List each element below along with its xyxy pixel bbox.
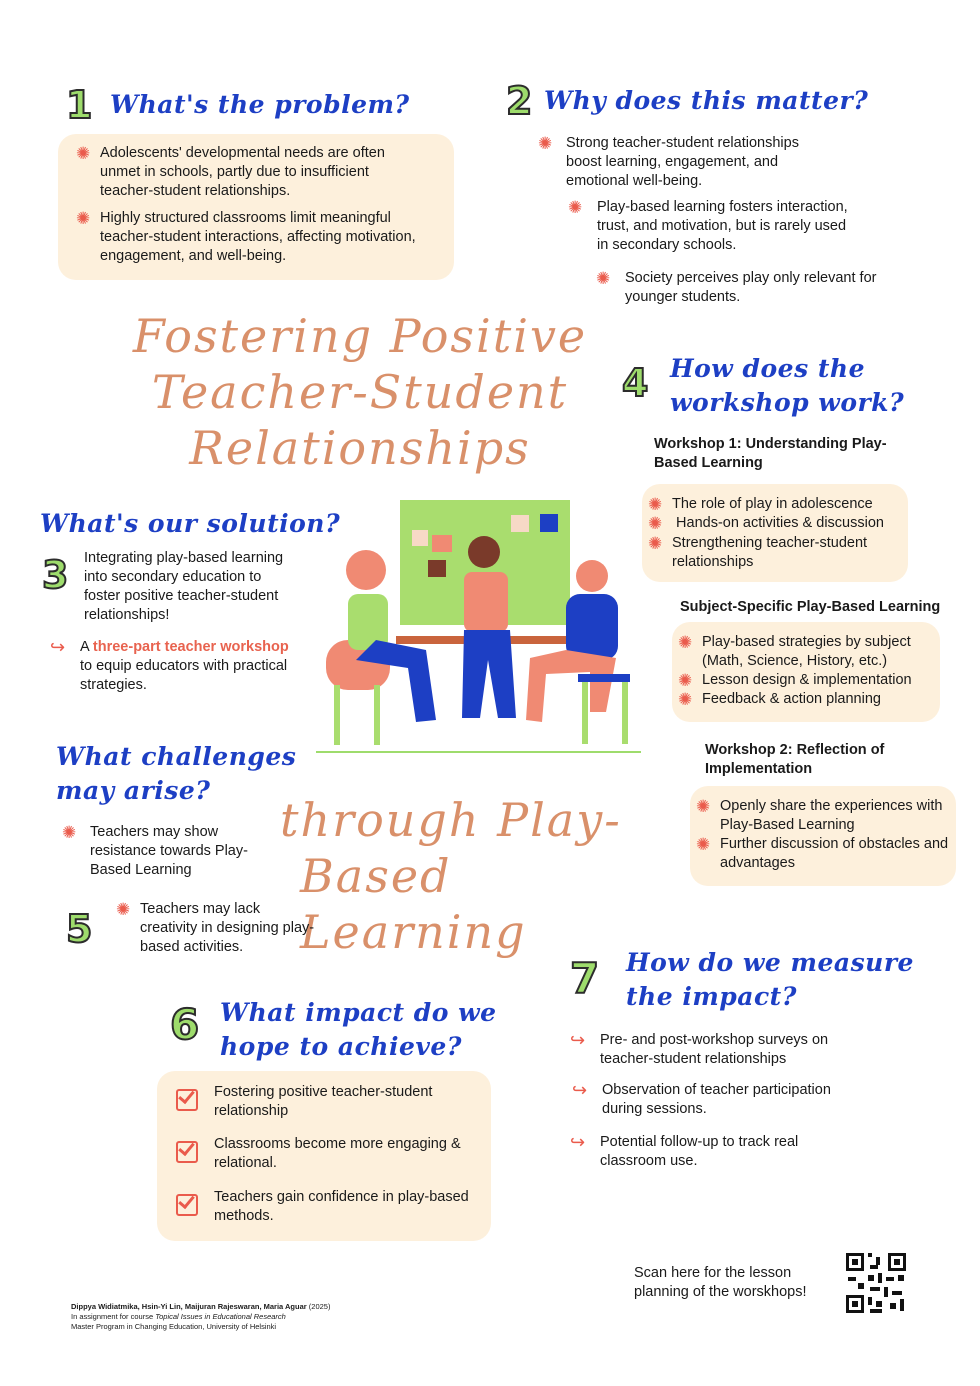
solution-workshop: ↪ A three-part teacher workshop to equip… — [50, 637, 289, 694]
challenge-item-1: ✺ Teachers may show resistance towards P… — [62, 823, 248, 878]
problem-box — [58, 134, 454, 280]
measure-item-2: ↪ Observation of teacher participation d… — [572, 1080, 831, 1118]
footer-course: In assignment for course Topical Issues … — [71, 1312, 286, 1321]
checkbox-icon — [176, 1141, 198, 1163]
workshop-subject-item-2: ✺ Lesson design & implementation — [678, 671, 912, 690]
section-number-6: 6 — [169, 1000, 200, 1049]
section-heading-problem: What's the problem? — [110, 90, 410, 119]
section-heading-measure-line-2: the impact? — [626, 982, 797, 1011]
asterisk-icon: ✺ — [538, 134, 553, 153]
impact-item-1: Fostering positive teacher-student relat… — [176, 1083, 476, 1121]
poster-title-line-3: Relationships — [189, 421, 531, 475]
poster-title-line-4: through Play- — [280, 793, 622, 847]
workshop-1-item-2: ✺ Hands-on activities & discussion — [648, 514, 884, 533]
classroom-illustration — [316, 500, 641, 753]
workshop-highlight: three-part teacher workshop — [92, 639, 289, 655]
asterisk-icon: ✺ — [116, 900, 131, 919]
asterisk-icon: ✺ — [76, 144, 91, 163]
why-item-2: ✺ Play-based learning fosters interactio… — [568, 198, 848, 253]
asterisk-icon: ✺ — [648, 534, 663, 553]
curved-arrow-icon: ↪ — [570, 1132, 586, 1152]
workshop-2-item-2: ✺ Further discussion of obstacles and ad… — [696, 835, 949, 871]
curved-arrow-icon: ↪ — [572, 1080, 588, 1100]
workshop-2-item-1: ✺ Openly share the experiences with Play… — [696, 797, 943, 833]
section-number-3: 3 — [41, 553, 69, 597]
section-number-5: 5 — [65, 907, 93, 951]
asterisk-icon: ✺ — [76, 209, 91, 228]
asterisk-icon: ✺ — [678, 690, 693, 709]
asterisk-icon: ✺ — [696, 835, 711, 854]
section-heading-impact-line-1: What impact do we — [220, 998, 497, 1027]
footer-authors: Dippya Widiatmika, Hsin-Yi Lin, Maijuran… — [71, 1302, 331, 1311]
workshop-1-box — [642, 484, 908, 582]
asterisk-icon: ✺ — [696, 797, 711, 816]
measure-item-3: ↪ Potential follow-up to track real clas… — [570, 1132, 799, 1170]
asterisk-icon: ✺ — [648, 514, 663, 533]
workshop-1-item-1: ✺ The role of play in adolescence — [648, 495, 873, 514]
workshop-subject-item-3: ✺ Feedback & action planning — [678, 690, 881, 709]
section-heading-workshop-line-2: workshop work? — [670, 388, 905, 417]
workshop-2-title: Workshop 2: Reflection of Implementation — [705, 742, 885, 777]
section-number-4: 4 — [621, 361, 649, 405]
asterisk-icon: ✺ — [568, 198, 583, 217]
impact-box — [157, 1071, 491, 1241]
poster-title-line-5: Based Learning — [300, 849, 527, 959]
section-heading-workshop-line-1: How does the — [670, 354, 865, 383]
asterisk-icon: ✺ — [648, 495, 663, 514]
section-number-7: 7 — [569, 954, 600, 1003]
section-heading-measure-line-1: How do we measure — [626, 948, 914, 977]
asterisk-icon: ✺ — [678, 633, 693, 652]
section-heading-why: Why does this matter? — [544, 86, 869, 115]
asterisk-icon: ✺ — [62, 823, 77, 842]
workshop-2-box — [690, 786, 956, 886]
challenge-item-2: ✺ Teachers may lack creativity in design… — [116, 900, 315, 955]
curved-arrow-icon: ↪ — [570, 1030, 586, 1050]
checkbox-icon — [176, 1089, 198, 1111]
checkbox-icon — [176, 1194, 198, 1216]
qr-code-icon[interactable] — [844, 1251, 908, 1315]
why-item-1: ✺ Strong teacher-student relationships b… — [538, 134, 799, 189]
workshop-1-item-3: ✺ Strengthening teacher-student relation… — [648, 534, 868, 570]
solution-intro: Integrating play-based learning into sec… — [84, 550, 284, 623]
footer-program: Master Program in Changing Education, Un… — [71, 1322, 277, 1331]
asterisk-icon: ✺ — [678, 671, 693, 690]
measure-item-1: ↪ Pre- and post-workshop surveys on teac… — [570, 1030, 829, 1068]
problem-item-2: ✺ Highly structured classrooms limit mea… — [76, 209, 416, 264]
section-heading-challenges-line-2: may arise? — [56, 776, 211, 805]
section-heading-impact-line-2: hope to achieve? — [220, 1032, 462, 1061]
section-heading-solution: What's our solution? — [40, 509, 341, 538]
poster-title-line-1: Fostering Positive — [132, 309, 588, 363]
problem-item-1: ✺ Adolescents' developmental needs are o… — [76, 144, 385, 199]
section-number-2: 2 — [505, 79, 533, 123]
poster-title-line-2: Teacher-Student — [151, 365, 569, 419]
workshop-subject-box — [672, 622, 940, 722]
qr-caption: Scan here for the lesson planning of the… — [634, 1265, 807, 1300]
impact-item-2: Classrooms become more engaging & relati… — [176, 1135, 476, 1173]
why-item-3: ✺ Society perceives play only relevant f… — [596, 269, 877, 305]
impact-item-3: Teachers gain confidence in play-based m… — [176, 1188, 476, 1226]
workshop-subject-item-1: ✺ Play-based strategies by subject (Math… — [678, 633, 911, 669]
workshop-1-title: Workshop 1: Understanding Play-Based Lea… — [654, 436, 887, 471]
section-number-1: 1 — [65, 83, 93, 127]
curved-arrow-icon: ↪ — [50, 637, 66, 657]
section-heading-challenges-line-1: What challenges — [56, 742, 297, 771]
workshop-subject-title: Subject-Specific Play-Based Learning — [680, 599, 941, 615]
asterisk-icon: ✺ — [596, 269, 611, 288]
